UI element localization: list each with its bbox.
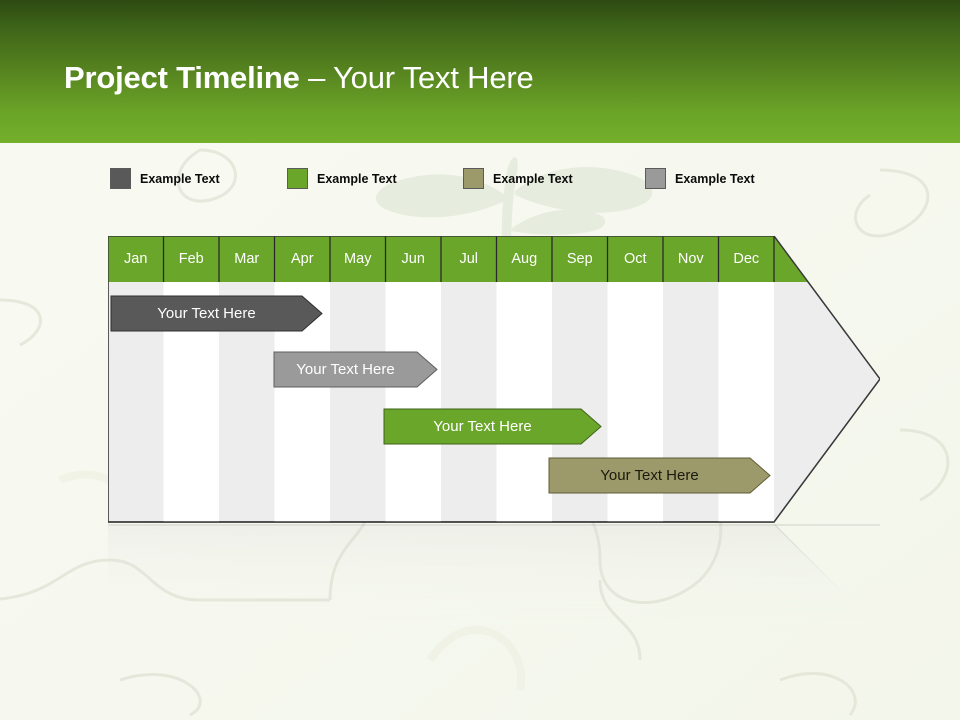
task-bar-1-label: Your Text Here <box>157 305 256 322</box>
month-label-may: May <box>344 251 372 267</box>
task-bar-3-shape <box>383 408 602 445</box>
task-bar-1[interactable]: Your Text Here <box>110 295 323 332</box>
timeline-chart: Jan Feb Mar Apr May Jun Jul Aug Sep Oct … <box>108 236 880 523</box>
month-label-mar: Mar <box>234 251 260 267</box>
month-label-jul: Jul <box>459 251 479 267</box>
task-bar-4[interactable]: Your Text Here <box>548 457 771 494</box>
month-label-feb: Feb <box>178 251 204 267</box>
legend-item-3[interactable]: Example Text <box>463 168 573 189</box>
legend-swatch-1 <box>110 168 131 189</box>
task-bar-1-shape <box>110 295 323 332</box>
month-label-dec: Dec <box>733 251 760 267</box>
month-label-jun: Jun <box>401 251 425 267</box>
legend-label-2: Example Text <box>317 171 397 186</box>
legend: Example Text Example Text Example Text E… <box>0 168 960 196</box>
legend-item-2[interactable]: Example Text <box>287 168 397 189</box>
task-bar-2-label: Your Text Here <box>296 361 395 378</box>
legend-label-3: Example Text <box>493 171 573 186</box>
month-label-apr: Apr <box>290 251 314 267</box>
header-dividers <box>162 236 775 282</box>
legend-item-1[interactable]: Example Text <box>110 168 220 189</box>
page-title: Project Timeline – Your Text Here <box>64 60 534 96</box>
legend-item-4[interactable]: Example Text <box>645 168 755 189</box>
slide-header: Project Timeline – Your Text Here <box>0 0 960 143</box>
task-bar-3[interactable]: Your Text Here <box>383 408 602 445</box>
legend-label-4: Example Text <box>675 171 755 186</box>
page-title-rest: – Your Text Here <box>308 60 534 95</box>
legend-swatch-2 <box>287 168 308 189</box>
legend-label-1: Example Text <box>140 171 220 186</box>
legend-swatch-3 <box>463 168 484 189</box>
task-bar-3-label: Your Text Here <box>433 418 532 435</box>
month-label-nov: Nov <box>677 251 704 267</box>
task-bar-2[interactable]: Your Text Here <box>273 351 438 388</box>
month-label-sep: Sep <box>566 251 593 267</box>
task-bar-4-label: Your Text Here <box>600 467 699 484</box>
month-label-aug: Aug <box>511 251 538 267</box>
legend-swatch-4 <box>645 168 666 189</box>
page-title-bold: Project Timeline <box>64 60 300 95</box>
task-bar-2-shape <box>273 351 438 388</box>
month-label-oct: Oct <box>623 251 647 267</box>
column-bands <box>163 236 774 522</box>
task-bar-4-shape <box>548 457 771 494</box>
month-label-jan: Jan <box>124 251 148 267</box>
